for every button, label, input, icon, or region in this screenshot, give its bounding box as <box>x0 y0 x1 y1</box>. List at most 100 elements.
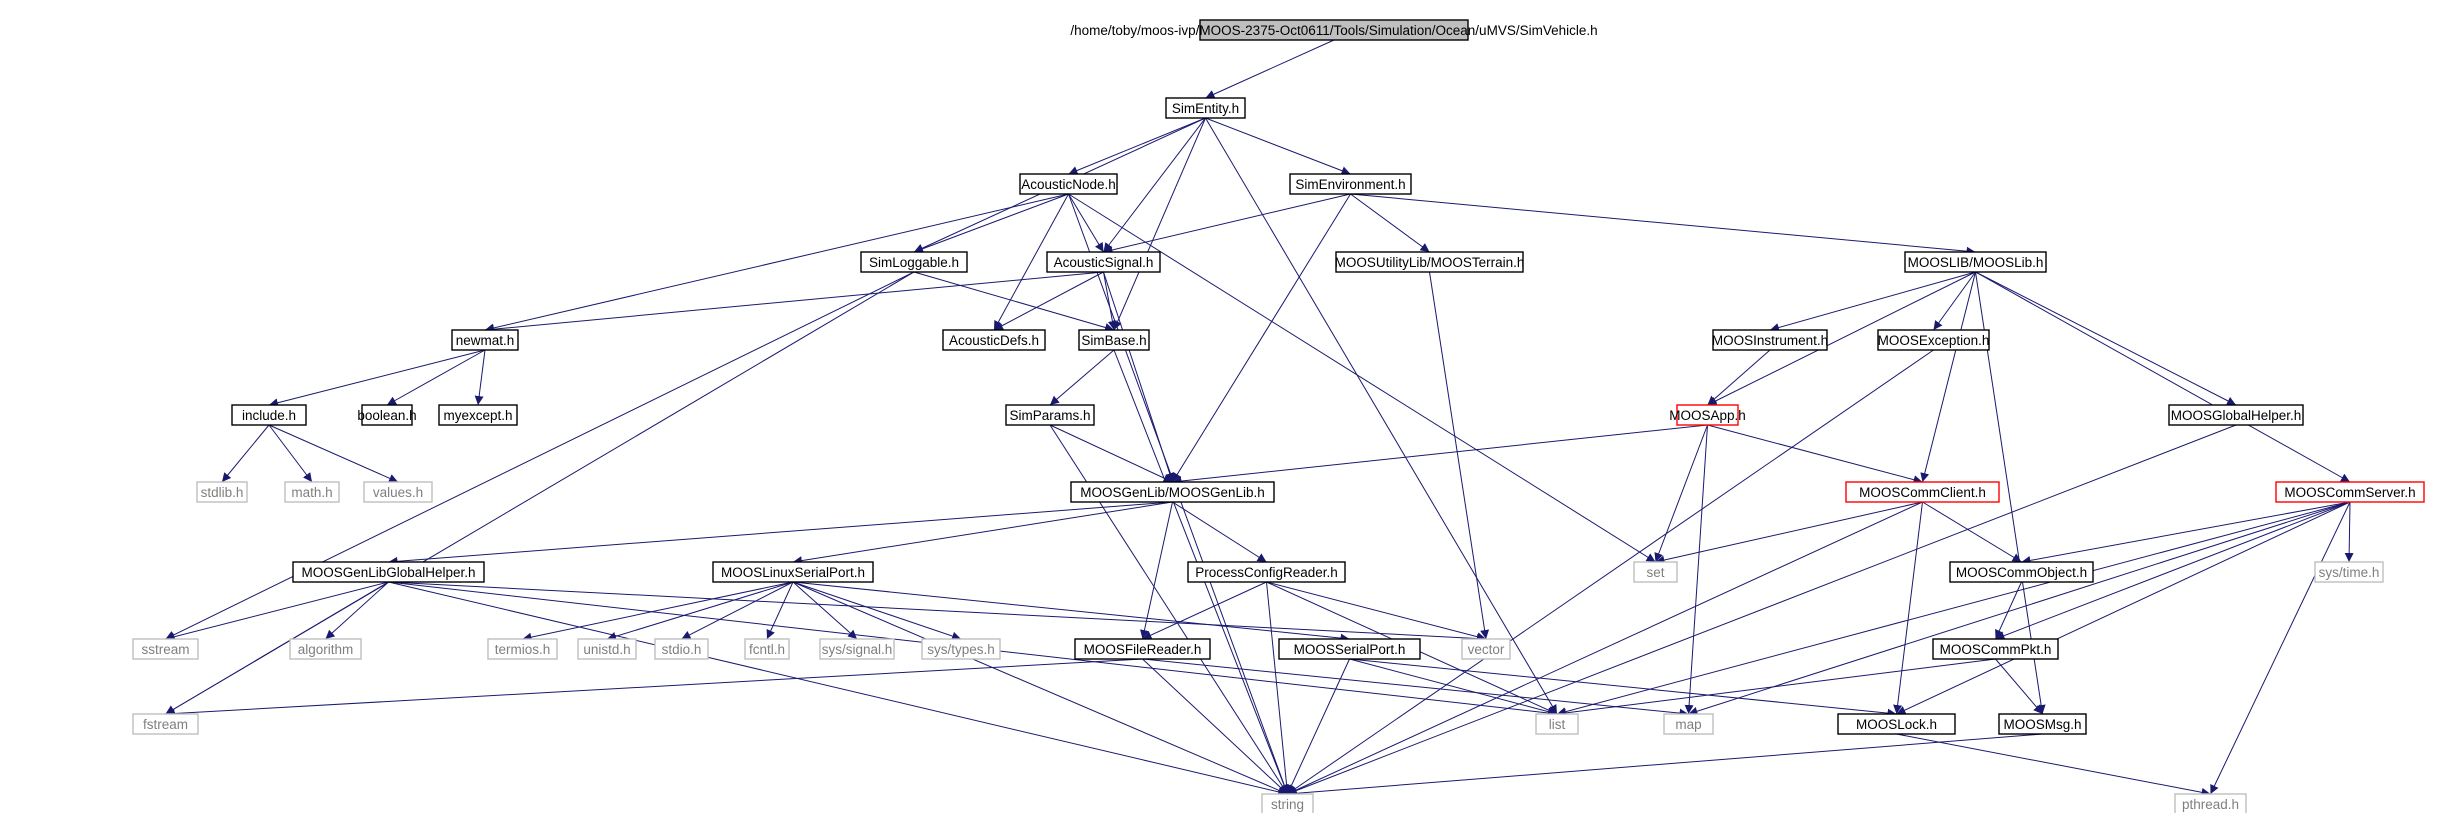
edge-MOOSGenLibGlobalHelper-to-string <box>388 581 1288 797</box>
edge-MOOSInstrument-to-MOOSApp <box>1707 349 1771 406</box>
node-set[interactable]: set <box>1633 561 1678 583</box>
node-pthread[interactable]: pthread.h <box>2174 793 2247 813</box>
node-math[interactable]: math.h <box>284 481 340 503</box>
node-MOOSCommServer[interactable]: MOOSCommServer.h <box>2275 481 2425 503</box>
node-label: string <box>1271 797 1304 812</box>
node-SimLoggable[interactable]: SimLoggable.h <box>860 251 968 273</box>
node-label: AcousticDefs.h <box>949 333 1039 348</box>
node-termios[interactable]: termios.h <box>487 638 558 660</box>
node-box <box>1335 251 1524 273</box>
node-MOOSLinuxSerialPort[interactable]: MOOSLinuxSerialPort.h <box>712 561 874 583</box>
edge-SimEnvironment-to-MOOSTerrain <box>1350 193 1430 253</box>
node-box <box>1535 713 1579 735</box>
node-box <box>1633 561 1678 583</box>
edge-MOOSLinuxSerialPort-to-fcntl <box>766 581 794 640</box>
node-systypes[interactable]: sys/types.h <box>921 638 1001 660</box>
node-MOOSTerrain[interactable]: MOOSUtilityLib/MOOSTerrain.h <box>1335 251 1525 273</box>
node-MOOSInstrument[interactable]: MOOSInstrument.h <box>1712 329 1828 351</box>
node-MOOSSerialPort[interactable]: MOOSSerialPort.h <box>1278 638 1421 660</box>
node-AcousticDefs[interactable]: AcousticDefs.h <box>942 329 1046 351</box>
node-label: map <box>1675 717 1701 732</box>
node-SimEnvironment[interactable]: SimEnvironment.h <box>1289 173 1412 195</box>
node-fstream[interactable]: fstream <box>132 713 199 735</box>
node-box <box>1837 713 1956 735</box>
node-SimBase[interactable]: SimBase.h <box>1078 329 1150 351</box>
node-algorithm[interactable]: algorithm <box>289 638 362 660</box>
edge-MOOSCommClient-to-MOOSLock <box>1893 501 1923 715</box>
node-MOOSCommPkt[interactable]: MOOSCommPkt.h <box>1932 638 2059 660</box>
node-root[interactable]: /home/toby/moos-ivp/MOOS-2375-Oct0611/To… <box>1070 19 1598 41</box>
node-box <box>577 638 637 660</box>
edge-AcousticNode-to-set <box>1068 193 1656 563</box>
node-box <box>361 404 413 426</box>
node-vector[interactable]: vector <box>1461 638 1511 660</box>
node-SimEntity[interactable]: SimEntity.h <box>1165 97 1246 119</box>
node-SimParams[interactable]: SimParams.h <box>1005 404 1095 426</box>
edge-AcousticNode-to-SimLoggable <box>913 193 1069 254</box>
node-MOOSGlobalHelper[interactable]: MOOSGlobalHelper.h <box>2168 404 2304 426</box>
node-label: MOOSInstrument.h <box>1712 333 1828 348</box>
edge-MOOSLinuxSerialPort-to-unistd <box>606 581 794 641</box>
node-unistd[interactable]: unistd.h <box>577 638 637 660</box>
edge-SimEnvironment-to-MOOSGenLib <box>1172 193 1351 483</box>
node-myexcept[interactable]: myexcept.h <box>438 404 518 426</box>
node-MOOSFileReader[interactable]: MOOSFileReader.h <box>1074 638 1211 660</box>
edge-MOOSCommPkt-to-list <box>1556 658 1996 718</box>
node-MOOSException[interactable]: MOOSException.h <box>1877 329 1990 351</box>
node-label: MOOSCommPkt.h <box>1940 642 2052 657</box>
edge-MOOSLinuxSerialPort-to-termios <box>522 581 794 642</box>
node-label: MOOSLIB/MOOSLib.h <box>1908 255 2044 270</box>
node-box <box>487 638 558 660</box>
node-box <box>284 481 340 503</box>
node-box <box>438 404 518 426</box>
node-include[interactable]: include.h <box>231 404 307 426</box>
node-map[interactable]: map <box>1663 713 1714 735</box>
edge-MOOSLinuxSerialPort-to-MOOSSerialPort <box>792 581 1350 643</box>
node-list[interactable]: list <box>1535 713 1579 735</box>
node-values[interactable]: values.h <box>363 481 433 503</box>
edge-SimBase-to-SimParams <box>1049 349 1115 406</box>
edge-newmat-to-include <box>268 349 486 408</box>
node-MOOSLib[interactable]: MOOSLIB/MOOSLib.h <box>1904 251 2047 273</box>
node-box <box>363 481 433 503</box>
edge-root-to-SimEntity <box>1205 39 1335 99</box>
edge-MOOSLinuxSerialPort-to-string <box>792 581 1288 795</box>
node-box <box>654 638 709 660</box>
node-AcousticSignal[interactable]: AcousticSignal.h <box>1046 251 1161 273</box>
node-box <box>1187 561 1346 583</box>
node-systime[interactable]: sys/time.h <box>2314 561 2384 583</box>
node-MOOSMsg[interactable]: MOOSMsg.h <box>1998 713 2087 735</box>
node-string[interactable]: string <box>1261 793 1314 813</box>
node-label: sstream <box>141 642 189 657</box>
node-sstream[interactable]: sstream <box>132 638 199 660</box>
node-MOOSLock[interactable]: MOOSLock.h <box>1837 713 1956 735</box>
node-MOOSApp[interactable]: MOOSApp.h <box>1669 404 1746 426</box>
node-AcousticNode[interactable]: AcousticNode.h <box>1019 173 1118 195</box>
node-stdio[interactable]: stdio.h <box>654 638 709 660</box>
node-label: stdlib.h <box>201 485 244 500</box>
edge-MOOSGenLib-to-ProcessConfigReader <box>1172 501 1267 563</box>
edge-MOOSApp-to-MOOSGenLib <box>1172 424 1708 486</box>
node-MOOSGenLib[interactable]: MOOSGenLib/MOOSGenLib.h <box>1070 481 1275 503</box>
node-label: MOOSFileReader.h <box>1084 642 1202 657</box>
edge-MOOSGenLib-to-MOOSGenLibGlobalHelper <box>388 501 1173 566</box>
edge-MOOSLib-to-MOOSException <box>1933 271 1976 331</box>
node-newmat[interactable]: newmat.h <box>451 329 519 351</box>
node-MOOSCommObject[interactable]: MOOSCommObject.h <box>1949 561 2094 583</box>
node-box <box>451 329 519 351</box>
edge-MOOSSerialPort-to-MOOSLock <box>1349 658 1897 718</box>
node-label: vector <box>1468 642 1505 657</box>
edge-AcousticNode-to-AcousticSignal <box>1068 193 1104 253</box>
node-ProcessConfigReader[interactable]: ProcessConfigReader.h <box>1187 561 1346 583</box>
node-label: MOOSGenLib/MOOSGenLib.h <box>1080 485 1265 500</box>
node-box <box>1461 638 1511 660</box>
node-stdlib[interactable]: stdlib.h <box>196 481 248 503</box>
node-syssignal[interactable]: sys/signal.h <box>819 638 895 660</box>
nodes-layer: /home/toby/moos-ivp/MOOS-2375-Oct0611/To… <box>132 19 2425 813</box>
node-label: MOOSException.h <box>1878 333 1990 348</box>
node-boolean[interactable]: boolean.h <box>357 404 417 426</box>
node-MOOSGenLibGlobalHelper[interactable]: MOOSGenLibGlobalHelper.h <box>292 561 485 583</box>
node-MOOSCommClient[interactable]: MOOSCommClient.h <box>1845 481 2000 503</box>
node-fcntl[interactable]: fcntl.h <box>744 638 790 660</box>
node-box <box>1278 638 1421 660</box>
